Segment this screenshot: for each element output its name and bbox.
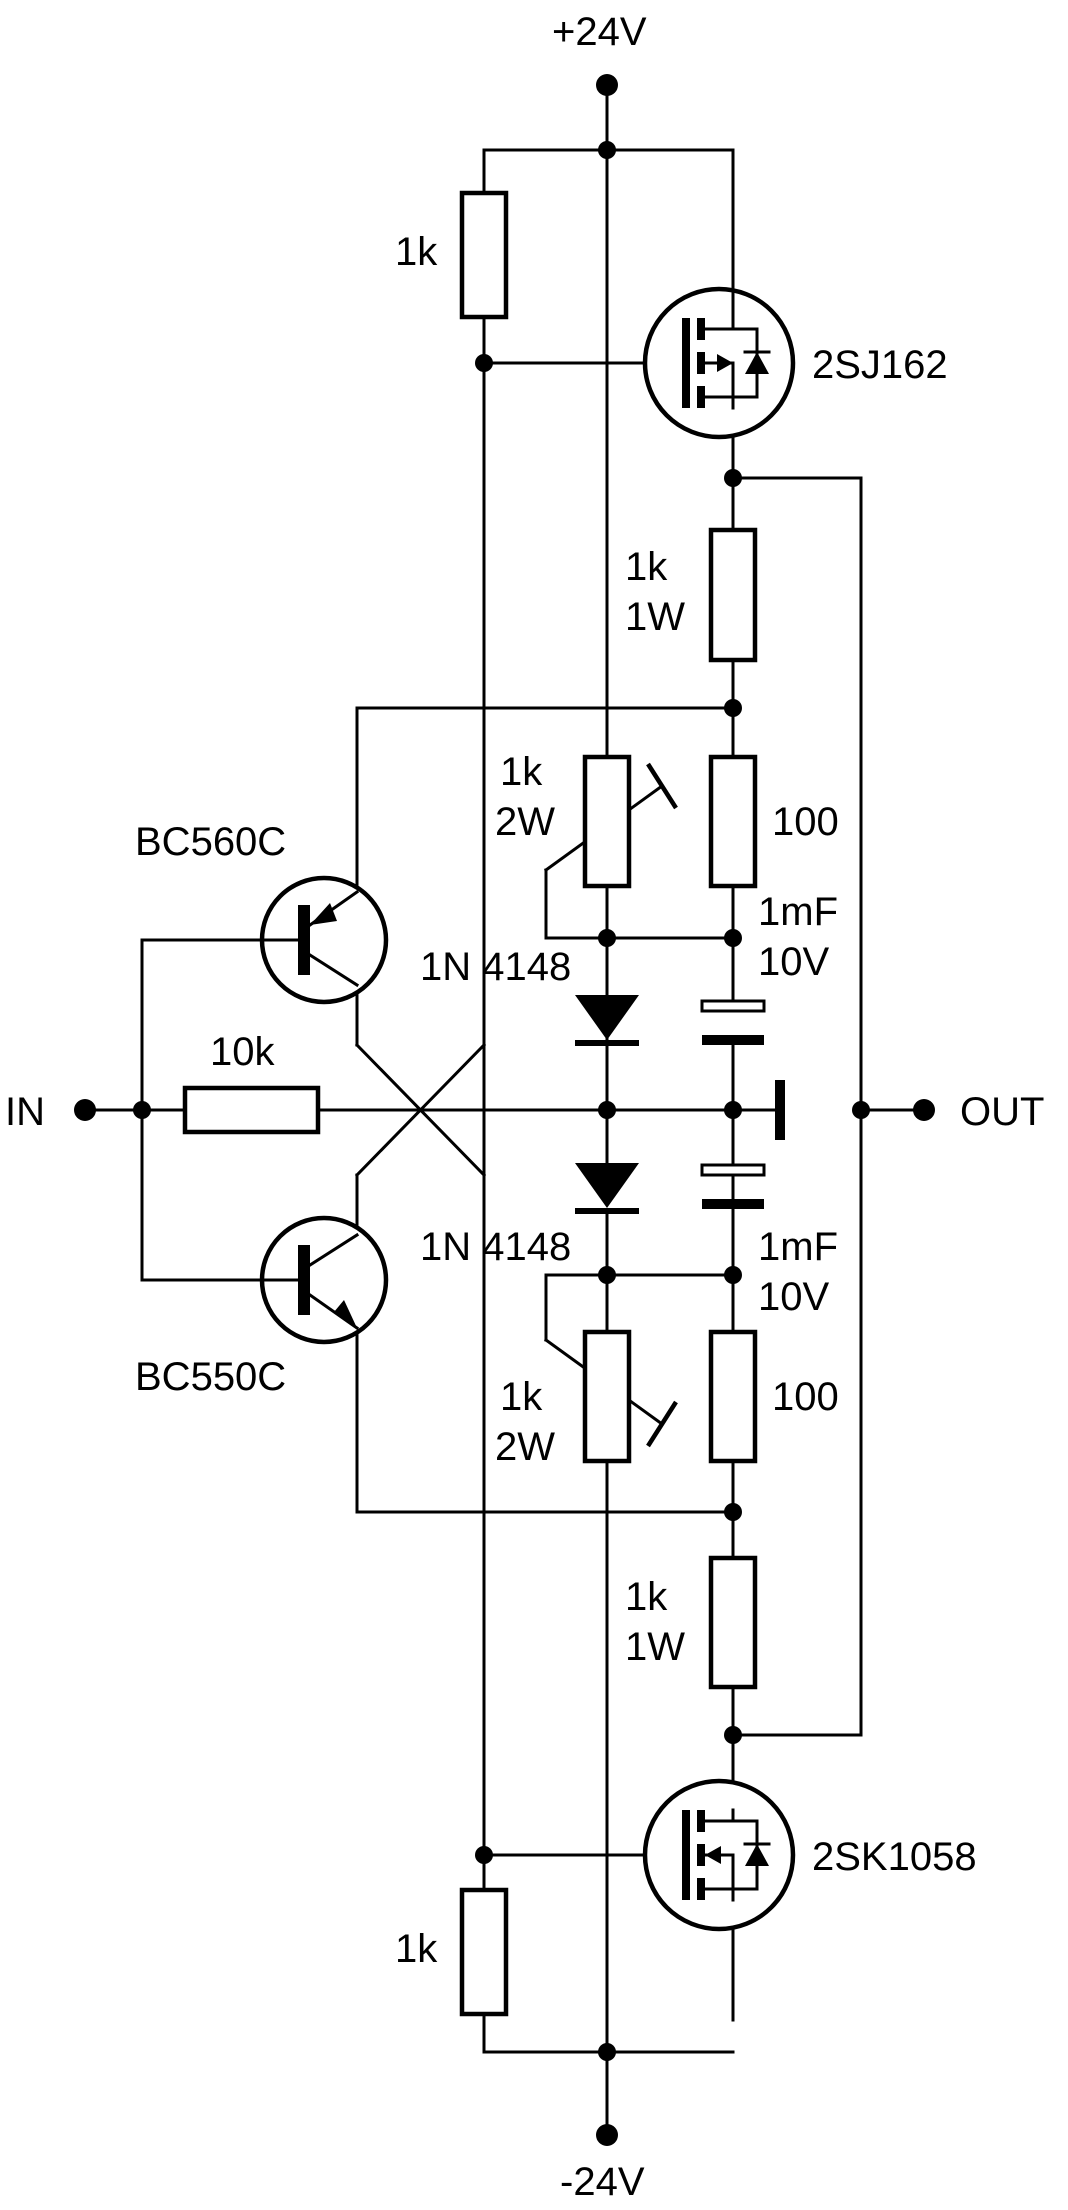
label-c-top-value: 1mF bbox=[758, 890, 838, 934]
resistor-top-left bbox=[459, 190, 509, 320]
label-q-bottom-mosfet: 2SK1058 bbox=[812, 1835, 977, 1879]
label-q-bottom-bjt: BC550C bbox=[135, 1355, 286, 1399]
label-vpos: +24V bbox=[552, 10, 647, 54]
resistor-top-1w bbox=[708, 527, 758, 663]
resistor-bottom-100 bbox=[708, 1329, 758, 1464]
label-pot-bottom-power: 2W bbox=[495, 1425, 555, 1469]
label-r-bottom-left: 1k bbox=[395, 1927, 438, 1971]
label-r-bottom-100: 100 bbox=[772, 1375, 839, 1419]
transistor-bc550c bbox=[259, 1215, 389, 1345]
label-c-bottom-voltage: 10V bbox=[758, 1275, 829, 1319]
label-r-top-left: 1k bbox=[395, 230, 438, 274]
label-in: IN bbox=[5, 1090, 45, 1134]
resistor-top-100 bbox=[708, 754, 758, 889]
potentiometer-top bbox=[582, 754, 632, 889]
label-q-top-bjt: BC560C bbox=[135, 820, 286, 864]
label-r-input: 10k bbox=[210, 1030, 275, 1074]
resistor-input-10k bbox=[182, 1085, 321, 1135]
mosfet-2sk1058 bbox=[642, 1778, 796, 1932]
label-pot-top-value: 1k bbox=[500, 750, 543, 794]
label-pot-bottom-value: 1k bbox=[500, 1375, 543, 1419]
resistor-bottom-1w bbox=[708, 1555, 758, 1690]
label-r-top-1w-value: 1k bbox=[625, 545, 668, 589]
mosfet-2sj162 bbox=[642, 268, 796, 440]
pot-top-wiper-end bbox=[646, 762, 678, 810]
resistors bbox=[182, 190, 758, 2017]
label-c-top-voltage: 10V bbox=[758, 940, 829, 984]
potentiometer-bottom bbox=[582, 1329, 632, 1464]
label-q-top-mosfet: 2SJ162 bbox=[812, 343, 948, 387]
label-c-bottom-value: 1mF bbox=[758, 1225, 838, 1269]
capacitor-top bbox=[700, 999, 766, 1045]
label-d-top: 1N 4148 bbox=[420, 945, 571, 989]
pot-bottom-wiper-end bbox=[646, 1400, 678, 1448]
label-r-top-100: 100 bbox=[772, 800, 839, 844]
label-d-bottom: 1N 4148 bbox=[420, 1225, 571, 1269]
diode-bottom bbox=[575, 1163, 639, 1214]
junction-dots bbox=[74, 74, 935, 2146]
ground-bar-icon bbox=[775, 1080, 785, 1140]
resistor-bottom-left bbox=[459, 1887, 509, 2017]
label-vneg: -24V bbox=[560, 2160, 645, 2204]
label-pot-top-power: 2W bbox=[495, 800, 555, 844]
capacitor-bottom bbox=[700, 1163, 766, 1209]
diode-top bbox=[575, 995, 639, 1046]
label-r-bottom-1w-value: 1k bbox=[625, 1575, 668, 1619]
label-out: OUT bbox=[960, 1090, 1044, 1134]
label-r-top-1w-power: 1W bbox=[625, 595, 685, 639]
label-r-bottom-1w-power: 1W bbox=[625, 1625, 685, 1669]
transistor-bc560c bbox=[259, 875, 389, 1005]
